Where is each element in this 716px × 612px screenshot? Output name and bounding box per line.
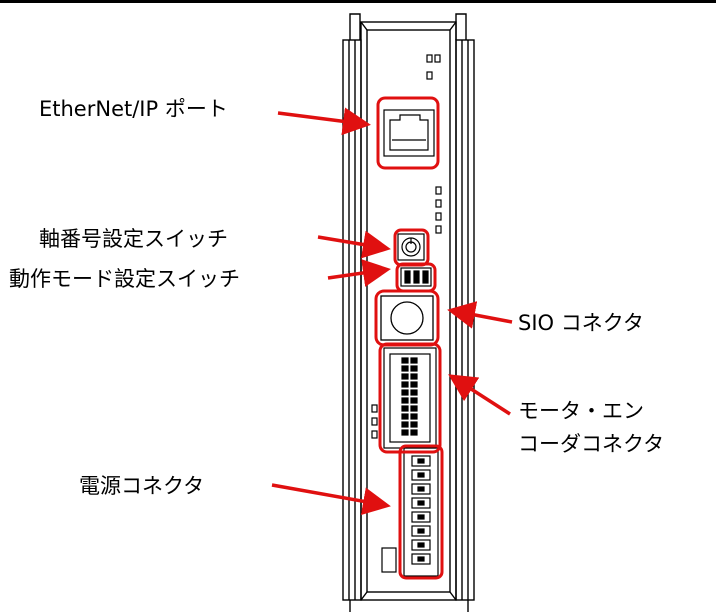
motor-connector-pin: [410, 381, 418, 388]
motor-connector-pin: [401, 381, 409, 388]
axis-number-switch: [397, 233, 425, 261]
motor-connector-pin: [410, 413, 418, 420]
motor-connector-pin: [401, 413, 409, 420]
motor-arrow: [448, 374, 511, 416]
power-connector-contact: [417, 500, 425, 506]
axis-number-switch-label: 軸番号設定スイッチ: [39, 227, 228, 251]
motor-connector-pin: [410, 397, 418, 404]
power-connector-terminal: [411, 469, 431, 481]
motor-encoder-connector: [383, 347, 437, 449]
operation-mode-switch-label: 動作モード設定スイッチ: [9, 267, 240, 291]
power-connector-terminal: [411, 553, 431, 565]
ethernet-arrow: [277, 107, 371, 136]
power-connector-contact: [417, 486, 425, 492]
motor-connector-pin: [410, 405, 418, 412]
motor-connector-pin: [410, 389, 418, 396]
mode-switch-arrow: [327, 259, 391, 287]
ethernet-port-label: EtherNet/IP ポート: [39, 97, 228, 121]
power-connector-terminal: [411, 455, 431, 467]
power-connector-terminal: [411, 497, 431, 509]
ethernet-callout-box: [376, 96, 440, 170]
power-connector-contact: [417, 542, 425, 548]
sio-connector-label: SIO コネクタ: [518, 311, 644, 335]
sio-connector: [380, 295, 434, 341]
power-arrow: [271, 483, 391, 516]
right-rail: [455, 39, 475, 601]
sio-arrow: [447, 301, 513, 329]
motor-connector-pin: [401, 365, 409, 372]
axis-switch-arrow: [317, 230, 391, 259]
power-connector-label: 電源コネクタ: [79, 474, 205, 498]
motor-connector-pin: [401, 421, 409, 428]
power-connector-contact: [417, 528, 425, 534]
motor-connector-pin: [401, 373, 409, 380]
motor-encoder-connector-label-line1: モータ・エン: [518, 399, 644, 423]
power-connector-terminal: [411, 511, 431, 523]
operation-mode-switch: [400, 267, 432, 287]
motor-connector-pin: [401, 405, 409, 412]
motor-connector-pin: [410, 421, 418, 428]
power-connector: [381, 447, 439, 577]
motor-connector-pin: [410, 373, 418, 380]
motor-encoder-connector-label-line2: コーダコネクタ: [518, 432, 665, 456]
motor-connector-pin: [410, 365, 418, 372]
sio-callout-box: [374, 289, 440, 347]
power-callout-box: [398, 444, 444, 580]
motor-callout-box: [378, 342, 442, 454]
power-connector-contact: [417, 556, 425, 562]
power-connector-terminal: [411, 539, 431, 551]
power-connector-terminal: [411, 525, 431, 537]
ethernet-port: [383, 109, 435, 157]
top-rule: [0, 0, 716, 3]
power-connector-contact: [417, 472, 425, 478]
motor-connector-pin: [401, 389, 409, 396]
motor-connector-pin: [401, 357, 409, 364]
power-connector-terminal: [411, 483, 431, 495]
power-connector-contact: [417, 514, 425, 520]
motor-connector-pin: [401, 429, 409, 436]
motor-connector-pin: [410, 429, 418, 436]
motor-connector-pin: [401, 397, 409, 404]
power-connector-contact: [417, 458, 425, 464]
motor-connector-pin: [410, 357, 418, 364]
